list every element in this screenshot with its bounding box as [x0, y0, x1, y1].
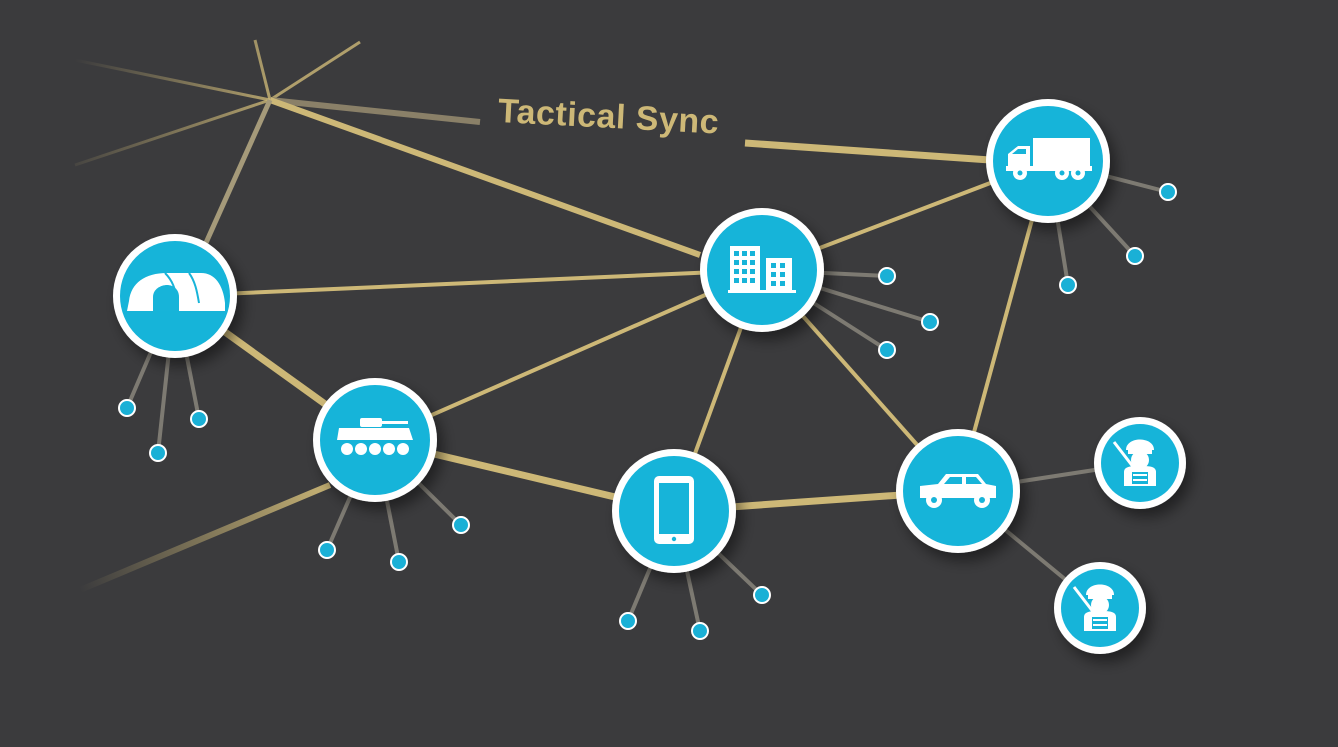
humvee-icon: [920, 474, 996, 508]
ray: [78, 482, 332, 593]
endpoint-dot: [149, 444, 167, 462]
endpoint-dot: [619, 612, 637, 630]
soldier-icon: [1112, 439, 1156, 486]
tablet-icon: [654, 476, 694, 544]
endpoints: [118, 159, 1177, 640]
endpoint-dot: [190, 410, 208, 428]
icons: [127, 138, 1156, 631]
hangar-icon: [127, 272, 225, 311]
soldier-icon: [1072, 584, 1116, 631]
endpoint-dot: [1059, 276, 1077, 294]
tank-icon: [337, 418, 413, 455]
endpoint-dot: [753, 586, 771, 604]
endpoint-dot: [878, 267, 896, 285]
endpoint-dot: [878, 341, 896, 359]
background-rays: [74, 39, 991, 593]
truck-icon: [1006, 138, 1092, 180]
node-building: [700, 208, 824, 332]
node-disc: [707, 215, 817, 325]
link-sync: [268, 97, 702, 258]
link-tank-building: [374, 268, 763, 442]
building-icon: [728, 246, 796, 293]
endpoint-dot: [452, 516, 470, 534]
endpoint-dot: [118, 399, 136, 417]
endpoint-dot: [1126, 247, 1144, 265]
ray: [269, 40, 361, 102]
link-sync: [744, 139, 991, 164]
link-hangar-building: [174, 268, 763, 298]
endpoint-dot: [390, 553, 408, 571]
endpoint-dot: [691, 622, 709, 640]
ray: [269, 97, 481, 125]
endpoint-dot: [318, 541, 336, 559]
ray: [74, 58, 271, 102]
endpoint-dot: [921, 313, 939, 331]
endpoint-dot: [1159, 183, 1177, 201]
ray: [253, 39, 272, 101]
link-sync: [202, 98, 273, 247]
ray: [74, 98, 271, 167]
